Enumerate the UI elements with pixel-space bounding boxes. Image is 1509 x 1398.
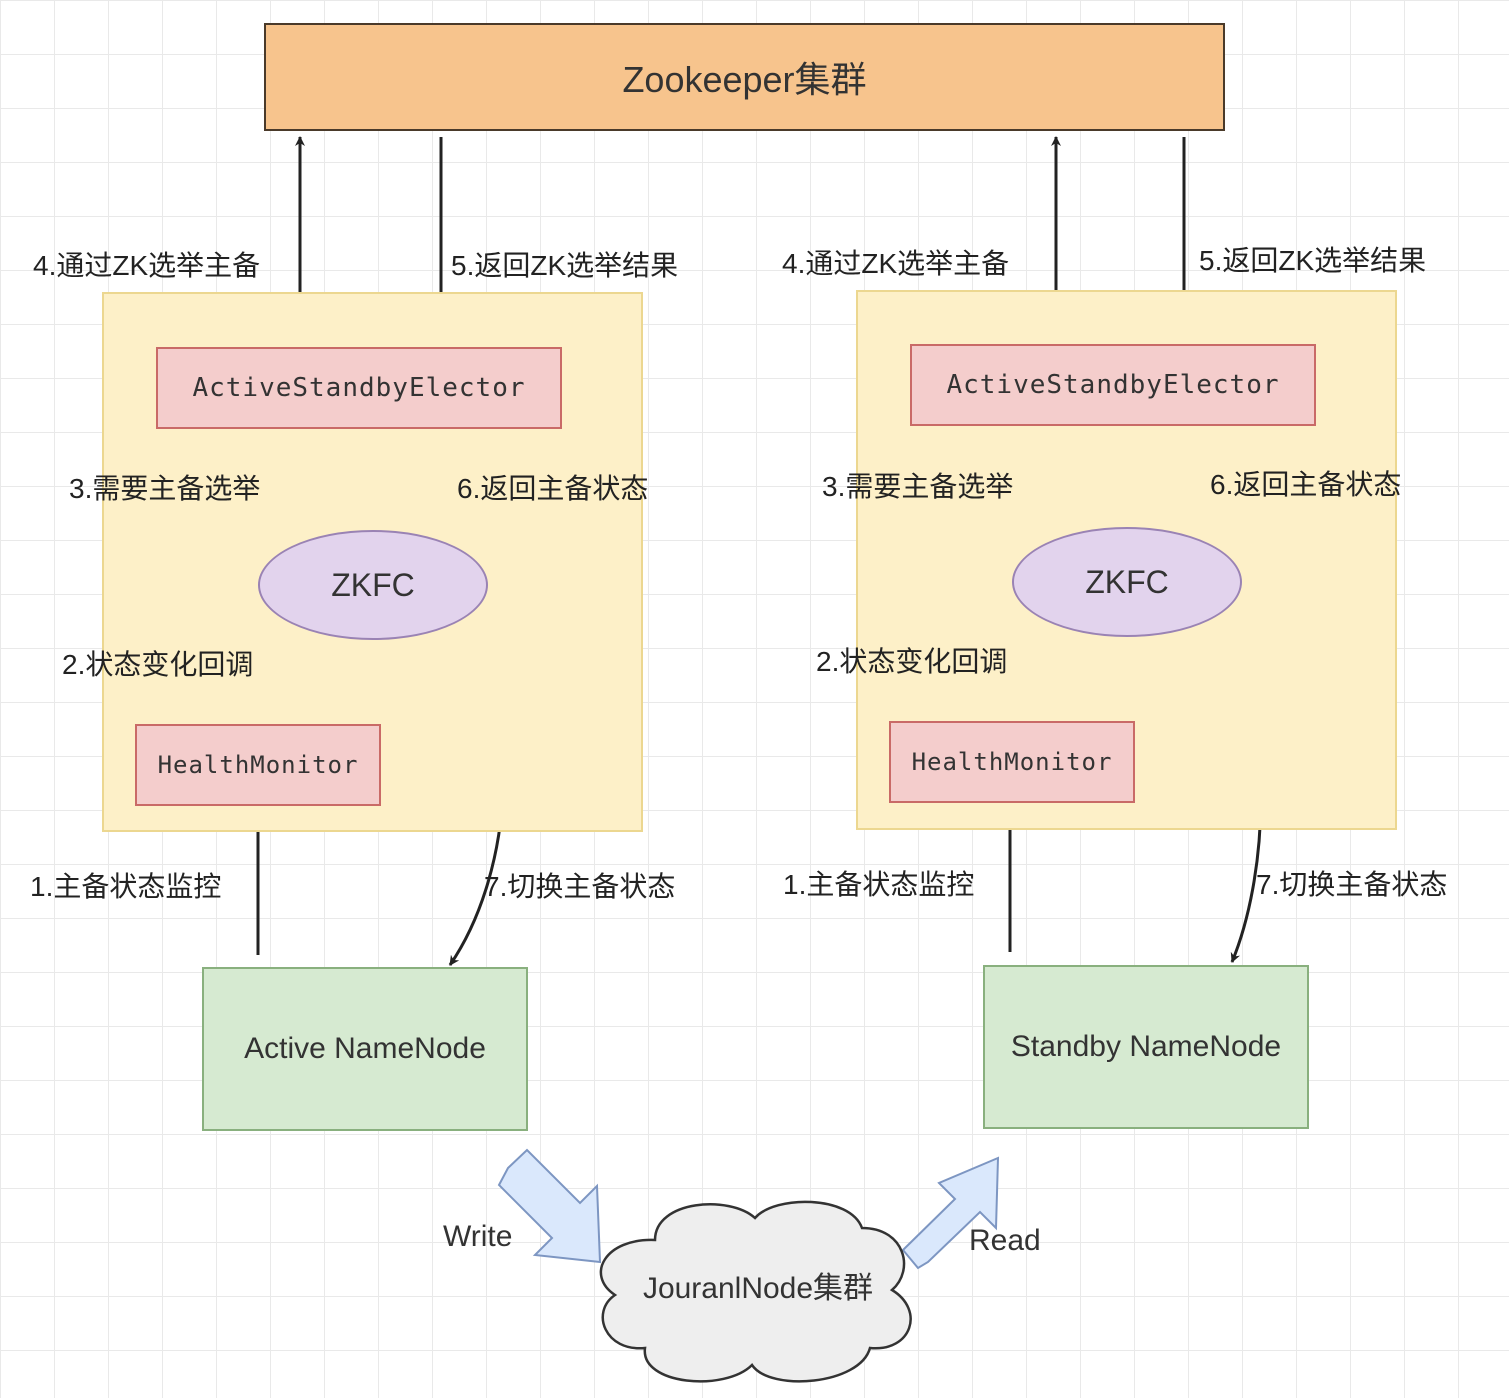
write-block-arrow: [497, 1148, 602, 1264]
left-health-monitor: HealthMonitor: [135, 724, 381, 806]
zookeeper-cluster: Zookeeper集群: [264, 23, 1225, 131]
left-step-7-label: 7.切换主备状态: [484, 871, 676, 902]
left-step-1-label: 1.主备状态监控: [30, 871, 222, 902]
right-step-6-label: 6.返回主备状态: [1210, 469, 1402, 500]
write-label: Write: [443, 1220, 513, 1253]
left-step-2-label: 2.状态变化回调: [62, 649, 254, 680]
right-step-1-label: 1.主备状态监控: [783, 869, 975, 900]
active-namenode: Active NameNode: [202, 967, 528, 1131]
right-active-standby-elector: ActiveStandbyElector: [910, 344, 1316, 426]
left-step-5-label: 5.返回ZK选举结果: [451, 250, 679, 281]
standby-namenode: Standby NameNode: [983, 965, 1309, 1129]
journalnode-cluster-label: JouranlNode集群: [642, 1272, 874, 1305]
read-block-arrow: [901, 1156, 1000, 1270]
right-health-monitor: HealthMonitor: [889, 721, 1135, 803]
right-step-3-label: 3.需要主备选举: [822, 471, 1014, 502]
right-step-5-label: 5.返回ZK选举结果: [1199, 245, 1427, 276]
left-step-6-label: 6.返回主备状态: [457, 473, 649, 504]
left-zkfc: ZKFC: [258, 530, 488, 640]
left-active-standby-elector: ActiveStandbyElector: [156, 347, 562, 429]
right-step-7-label: 7.切换主备状态: [1256, 869, 1448, 900]
left-step-4-label: 4.通过ZK选举主备: [33, 250, 261, 281]
right-zkfc: ZKFC: [1012, 527, 1242, 637]
journalnode-cloud: [599, 1200, 912, 1383]
left-step-3-label: 3.需要主备选举: [69, 473, 261, 504]
read-label: Read: [969, 1224, 1041, 1257]
right-step-2-label: 2.状态变化回调: [816, 646, 1008, 677]
right-step-4-label: 4.通过ZK选举主备: [782, 248, 1010, 279]
